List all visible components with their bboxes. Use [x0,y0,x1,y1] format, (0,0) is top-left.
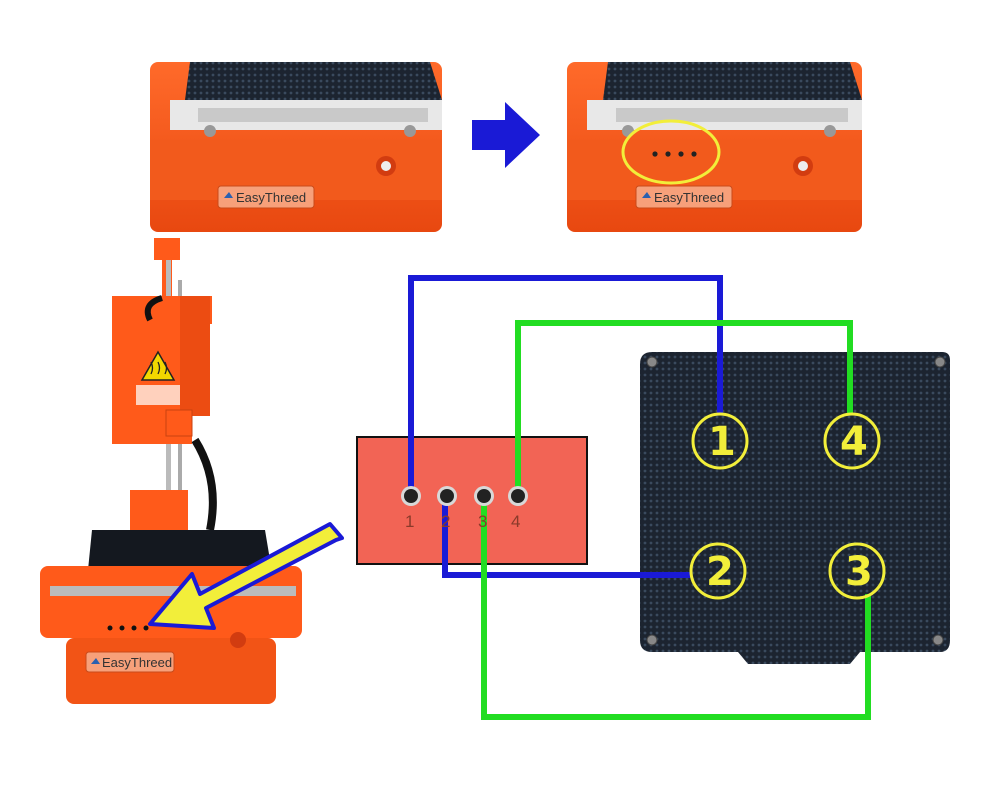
right-arrow-icon [472,102,540,168]
brand-logo-badge-2: EasyThreed [635,185,733,209]
bed-marker-label-4: 4 [840,419,868,465]
pointer-arrow-icon [148,522,344,630]
base-closeup-after: EasyThreed [567,62,862,232]
base-closeup-before: EasyThreed [150,62,442,232]
brand-label: EasyThreed [236,190,306,205]
bed-marker-label-2: 2 [706,549,734,595]
heated-bed [640,352,950,664]
port-holes [652,151,697,157]
brand-logo-badge: EasyThreed [217,185,315,209]
bed-marker-label-3: 3 [845,549,873,595]
logo-icon [642,192,651,198]
brand-label-2: EasyThreed [654,190,724,205]
port-1: 1 [401,486,421,531]
wire-1-blue [408,275,723,492]
port-label-2: 2 [441,512,450,531]
printer-illustration: EasyThreed [40,238,344,704]
port-sockets: 1 2 3 4 [401,486,528,531]
port-2: 2 [437,486,457,531]
port-label-4: 4 [511,512,520,531]
wire-3-green [481,497,871,720]
brand-label-3: EasyThreed [102,655,172,670]
bed-marker-3: 3 [828,542,886,600]
printer-ports [107,625,149,631]
port-4: 4 [508,486,528,531]
port-label-3: 3 [478,512,487,531]
wire-2-blue [442,497,692,578]
port-panel [356,436,588,565]
port-3: 3 [474,486,494,531]
brand-logo-badge-3: EasyThreed [85,651,175,673]
logo-icon [224,192,233,198]
wires [408,275,871,720]
bed-marker-4: 4 [823,412,881,470]
bed-markers: 1 4 2 3 [689,412,886,600]
wire-4-green [515,320,853,492]
bed-marker-2: 2 [689,542,747,600]
port-label-1: 1 [405,512,414,531]
bed-marker-1: 1 [691,412,749,470]
highlight-ellipse [621,119,721,185]
bed-marker-label-1: 1 [708,419,736,465]
logo-icon [91,658,100,664]
